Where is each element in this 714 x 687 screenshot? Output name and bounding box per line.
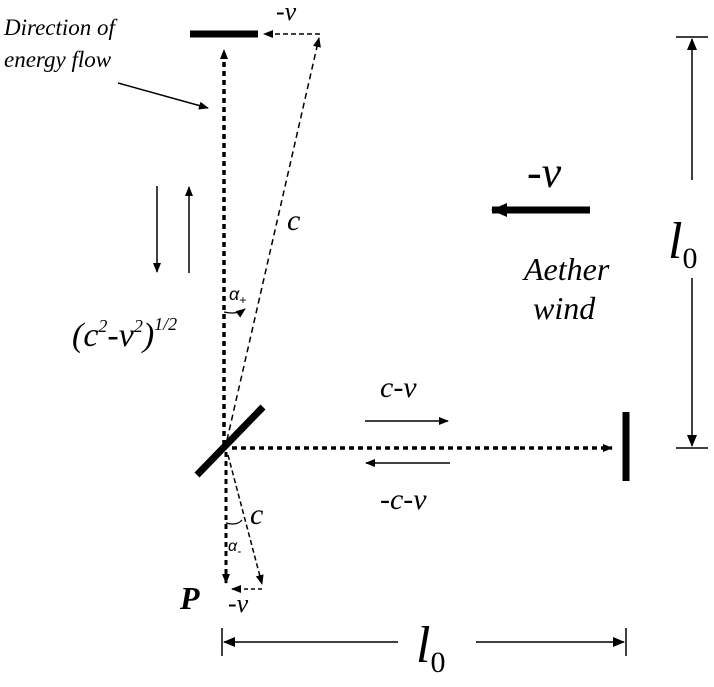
right-length-label: l0 <box>668 213 697 275</box>
energy-flow-pointer <box>117 82 209 110</box>
diagonal-c-path <box>226 37 321 441</box>
alpha-plus-label: α+ <box>229 284 246 307</box>
minus-c-minus-v-label: -c-v <box>380 483 427 516</box>
point-p-label: P <box>179 580 200 616</box>
lower-diagonal-c-path <box>227 454 264 585</box>
alpha-minus-arc <box>225 519 243 525</box>
direction-label-line1: Direction of <box>3 15 119 40</box>
bottom-length-label: l0 <box>416 617 445 679</box>
wind-velocity-label: -v <box>527 148 562 197</box>
aether-wind-line1: Aether <box>522 251 610 287</box>
sqrt-expression-label: (c2-v2)1/2 <box>72 314 177 354</box>
direction-label-line2: energy flow <box>4 47 112 72</box>
alpha-minus-label: α- <box>228 538 241 558</box>
bottom-velocity-label: -v <box>228 589 249 618</box>
beam-splitter <box>194 404 266 478</box>
aether-wind-line2: wind <box>533 290 596 326</box>
top-velocity-label: -v <box>276 0 297 26</box>
c-minus-v-label: c-v <box>380 371 417 404</box>
alpha-plus-arc <box>223 308 246 318</box>
c-upper-label: c <box>287 204 300 237</box>
c-lower-label: c <box>250 498 263 531</box>
